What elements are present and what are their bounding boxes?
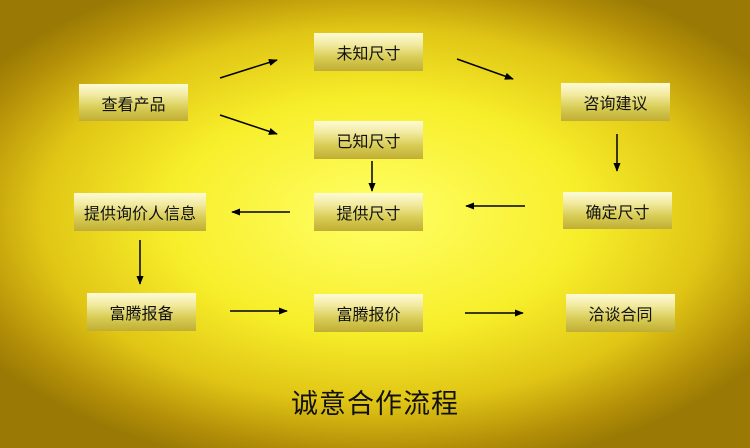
arrow-view-to-unknown <box>219 59 278 79</box>
arrow-unknown-to-consult <box>456 58 514 80</box>
node-negotiate-contract: 洽谈合同 <box>566 294 675 332</box>
node-futeng-filing: 富腾报备 <box>87 293 196 331</box>
node-view-products: 查看产品 <box>79 84 188 121</box>
node-futeng-quote: 富腾报价 <box>314 294 423 332</box>
arrow-view-to-known <box>219 114 278 135</box>
node-consult-advice: 咨询建议 <box>561 83 670 121</box>
flow-title: 诚意合作流程 <box>291 389 459 420</box>
node-provide-inquirer-info: 提供询价人信息 <box>74 193 206 231</box>
node-known-size: 已知尺寸 <box>314 121 423 159</box>
node-unknown-size: 未知尺寸 <box>314 33 423 71</box>
node-confirm-size: 确定尺寸 <box>563 192 672 229</box>
node-provide-size: 提供尺寸 <box>314 193 423 231</box>
